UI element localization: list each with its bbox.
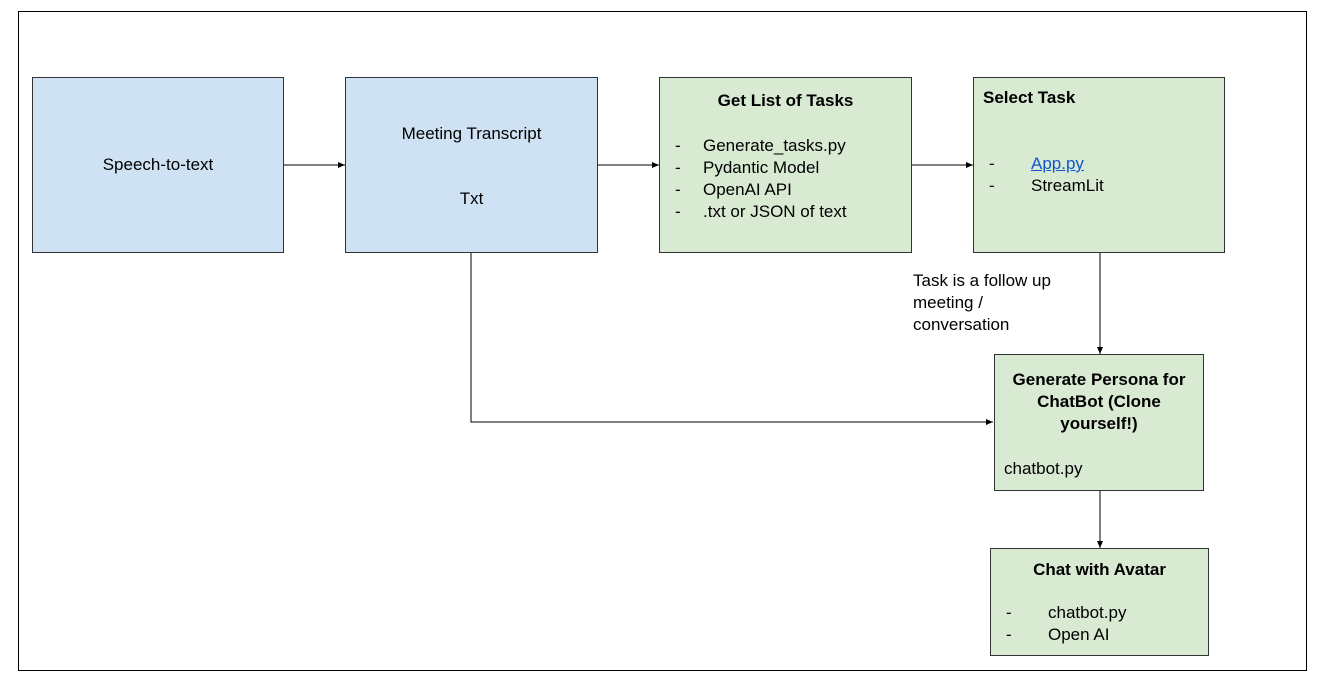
- arrow-transcript-to-persona: [470, 252, 993, 425]
- chat-list: chatbot.py Open AI: [991, 602, 1208, 646]
- select-task-list: App.py StreamLit: [974, 153, 1224, 197]
- node-label: Speech-to-text: [102, 155, 214, 174]
- node-title: Chat with Avatar: [1033, 560, 1166, 579]
- app-py-link[interactable]: App.py: [1031, 154, 1084, 173]
- node-file: chatbot.py: [1004, 459, 1083, 478]
- list-item: Open AI: [991, 624, 1208, 646]
- edge-label-follow-up: Task is a follow up meeting / conversati…: [913, 271, 1051, 334]
- node-title: Select Task: [983, 88, 1076, 107]
- node-meeting-transcript: Meeting Transcript Txt: [345, 77, 598, 253]
- list-item: Pydantic Model: [660, 157, 911, 179]
- diagram-frame: [18, 11, 1307, 671]
- list-item: .txt or JSON of text: [660, 201, 911, 223]
- list-item: Generate_tasks.py: [660, 135, 911, 157]
- node-title: Get List of Tasks: [717, 91, 854, 110]
- list-item: StreamLit: [974, 175, 1224, 197]
- node-get-list-of-tasks: Get List of Tasks Generate_tasks.py Pyda…: [659, 77, 912, 253]
- list-item: OpenAI API: [660, 179, 911, 201]
- node-title: Generate Persona for ChatBot (Clone your…: [1012, 370, 1186, 433]
- node-speech-to-text: Speech-to-text: [32, 77, 284, 253]
- node-generate-persona: Generate Persona for ChatBot (Clone your…: [994, 354, 1204, 491]
- list-item: App.py: [974, 153, 1224, 175]
- node-chat-with-avatar: Chat with Avatar chatbot.py Open AI: [990, 548, 1209, 656]
- node-subtitle: Txt: [459, 189, 484, 208]
- task-list: Generate_tasks.py Pydantic Model OpenAI …: [660, 135, 911, 223]
- node-select-task: Select Task App.py StreamLit: [973, 77, 1225, 253]
- list-item: chatbot.py: [991, 602, 1208, 624]
- node-title: Meeting Transcript: [401, 124, 542, 143]
